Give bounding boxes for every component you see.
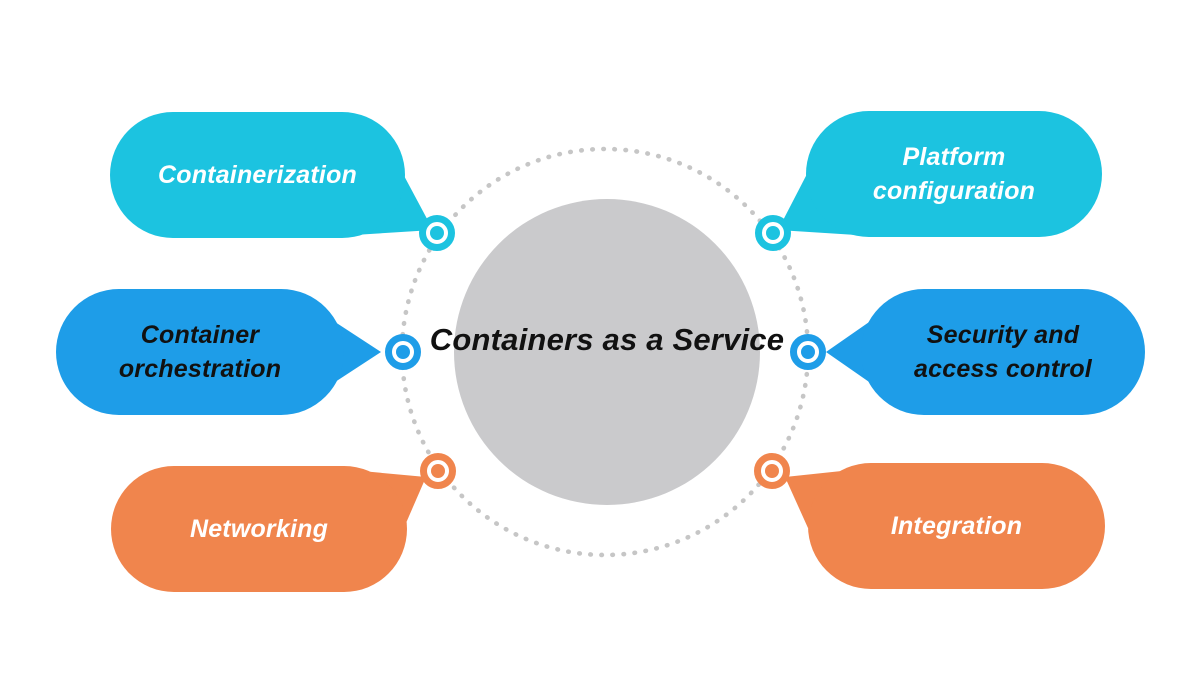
target-icon-platform-configuration [755, 215, 791, 251]
bubble-integration-label: Integration [890, 511, 1023, 540]
target-dot [431, 464, 445, 478]
target-dot [430, 226, 444, 240]
tail-security-access-control [826, 320, 872, 384]
bubble-container-orchestration: Container orchestration [56, 289, 344, 415]
tail-container-orchestration [332, 320, 381, 384]
target-dot [765, 464, 779, 478]
bubble-container-orchestration-label: Container orchestration [118, 320, 282, 384]
target-dot [766, 226, 780, 240]
central-topic-circle: Containers as a Service [430, 199, 784, 505]
bubble-networking-label: Networking [189, 514, 329, 543]
target-icon-container-orchestration [385, 334, 421, 370]
bubble-networking: Networking [111, 466, 407, 592]
bubble-integration: Integration [808, 463, 1105, 589]
target-icon-integration [754, 453, 790, 489]
bubble-platform-configuration-label: Platform configuration [872, 142, 1036, 206]
bubble-security-access-control: Security and access control [861, 289, 1145, 415]
target-icon-containerization [419, 215, 455, 251]
target-dot [801, 345, 815, 359]
central-topic-title: Containers as a Service [429, 322, 785, 357]
target-icon-networking [420, 453, 456, 489]
bubble-platform-configuration: Platform configuration [806, 111, 1102, 237]
target-dot [396, 345, 410, 359]
bubble-containerization: Containerization [110, 112, 405, 238]
bubble-security-access-control-label: Security and access control [914, 320, 1092, 384]
target-icon-security-access-control [790, 334, 826, 370]
bubble-containerization-label: Containerization [157, 160, 358, 189]
